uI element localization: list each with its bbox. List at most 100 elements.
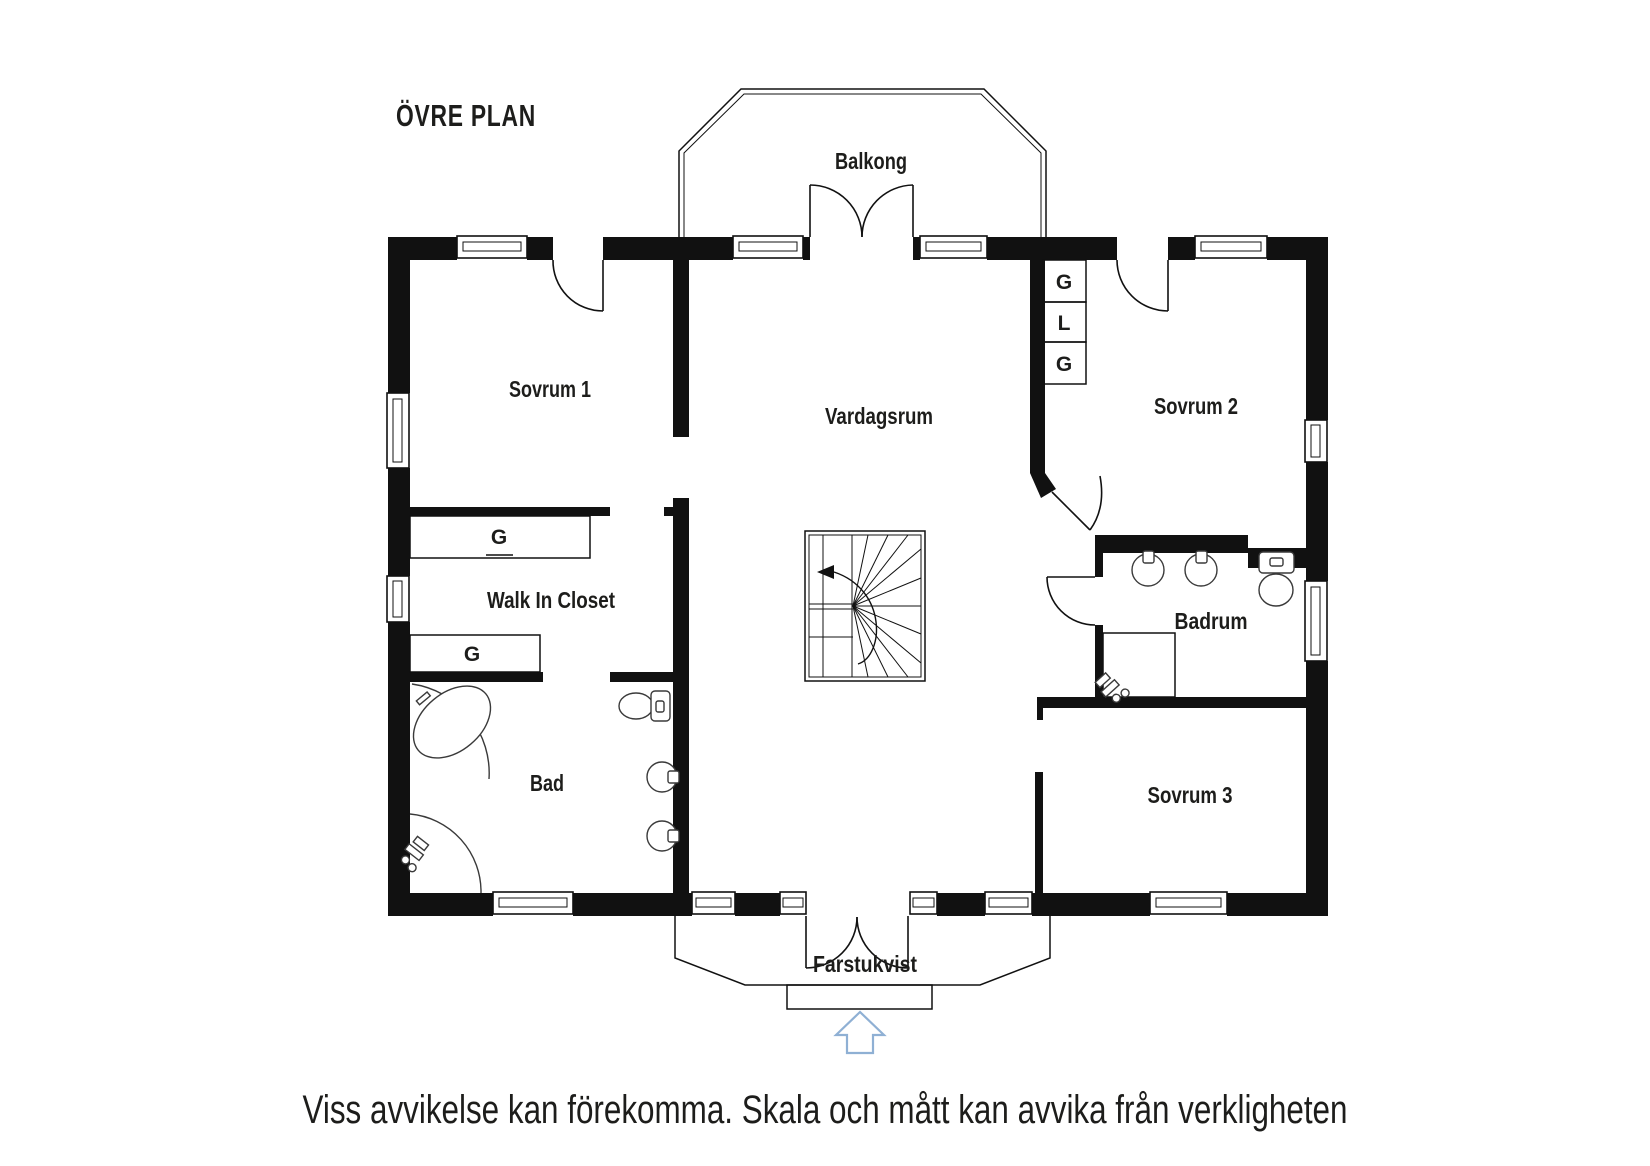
sink-icon — [1184, 550, 1218, 587]
window — [492, 891, 574, 915]
window — [919, 235, 988, 259]
sink-icon — [1131, 550, 1165, 587]
room-label-sovrum2: Sovrum 2 — [1154, 393, 1238, 419]
sink-icon — [646, 820, 680, 852]
closet-label: G — [491, 526, 507, 549]
window — [386, 392, 410, 469]
wall-segment — [1227, 893, 1328, 916]
door-arc — [809, 184, 863, 238]
page-title: ÖVRE PLAN — [396, 98, 536, 133]
door-arc — [1089, 475, 1103, 531]
window — [984, 891, 1033, 915]
wall-segment — [803, 237, 810, 260]
window — [1194, 235, 1268, 259]
room-label-farstukvist: Farstukvist — [813, 951, 917, 977]
wall-segment — [913, 237, 920, 260]
wall-segment — [573, 893, 692, 916]
window — [1304, 580, 1328, 662]
stair-walkline — [833, 571, 878, 665]
room-label-badrum: Badrum — [1175, 608, 1248, 634]
wardrobe-box — [409, 634, 541, 673]
window — [691, 891, 736, 915]
wall-segment — [1103, 535, 1248, 553]
balcony-outline — [678, 88, 1047, 237]
wall-segment — [388, 893, 493, 916]
shower-square — [1102, 632, 1176, 698]
bathtub-tap-icon — [415, 690, 432, 706]
wall-segment — [937, 893, 985, 916]
doors — [552, 184, 1169, 969]
wall-segment — [1306, 462, 1328, 581]
sink-icon — [646, 761, 680, 793]
stair-direction-arrow-icon — [817, 565, 834, 579]
wall-segment — [987, 237, 1117, 260]
wall-segment — [408, 507, 610, 516]
wall-segment — [1030, 260, 1045, 473]
shower-screen — [409, 813, 482, 894]
windows — [386, 235, 1328, 915]
wall-segment — [673, 498, 689, 916]
closet-label: G — [1056, 353, 1072, 376]
wall-segment — [1037, 708, 1043, 720]
closet-label: G — [464, 643, 480, 666]
window — [386, 575, 410, 623]
wall-segment — [388, 237, 410, 393]
stair-outer — [804, 530, 926, 682]
bathtub-icon — [412, 685, 492, 759]
window — [1149, 891, 1228, 915]
toilet-icon — [1258, 551, 1295, 607]
room-label-bad: Bad — [530, 770, 564, 796]
wall-segment — [1306, 237, 1328, 420]
door-arc — [552, 259, 604, 312]
wall-segment — [1037, 697, 1308, 708]
room-label-sovrum3: Sovrum 3 — [1148, 782, 1233, 808]
window — [1304, 419, 1328, 463]
stair-winders — [852, 534, 922, 678]
door-arc — [805, 916, 858, 969]
wall-segment — [603, 237, 733, 260]
door-arc — [1116, 259, 1169, 312]
wall-segment — [408, 672, 543, 682]
wall-segment — [664, 507, 689, 516]
room-label-vardagsrum: Vardagsrum — [825, 403, 933, 429]
wall-segment — [1095, 535, 1103, 577]
wall-chamfer-tip — [1030, 473, 1056, 498]
door-arc — [1046, 576, 1096, 626]
closet-label: G — [1056, 271, 1072, 294]
door-leaf — [1051, 491, 1091, 531]
room-label-balkong: Balkong — [835, 148, 907, 174]
wall-segment — [388, 622, 410, 916]
porch-outline — [674, 916, 1051, 1010]
wall-segment — [735, 893, 780, 916]
wall-segment — [673, 260, 689, 437]
window — [732, 235, 804, 259]
wall-segment — [527, 237, 553, 260]
window — [779, 891, 807, 915]
wall-segment — [1306, 661, 1328, 916]
bath-fixtures — [400, 683, 680, 894]
room-label-sovrum1: Sovrum 1 — [509, 376, 591, 402]
window — [909, 891, 938, 915]
door-arc — [856, 916, 909, 969]
balcony-inner-line — [683, 93, 1042, 237]
entrance-arrow-icon — [833, 1010, 887, 1055]
badrum-fixtures — [1094, 550, 1295, 703]
shower-fixture-icon — [400, 835, 430, 873]
wall-segment — [1035, 772, 1043, 893]
wall-segment — [610, 672, 689, 682]
wall-segment — [1032, 893, 1150, 916]
staircase — [804, 530, 926, 682]
disclaimer-text: Viss avvikelse kan förekomma. Skala och … — [303, 1088, 1348, 1132]
window — [456, 235, 528, 259]
walls — [388, 237, 1328, 916]
labels: ÖVRE PLAN Balkong Sovrum 1 Vardagsrum So… — [303, 98, 1348, 1132]
wardrobe-box — [409, 515, 591, 559]
balcony-outer-line — [678, 88, 1047, 237]
closets — [409, 259, 1087, 673]
wardrobe-box — [1042, 341, 1087, 385]
room-label-walk-in-closet: Walk In Closet — [487, 587, 615, 613]
shower-fixture-icon — [1094, 671, 1130, 703]
wall-segment — [1095, 625, 1103, 697]
